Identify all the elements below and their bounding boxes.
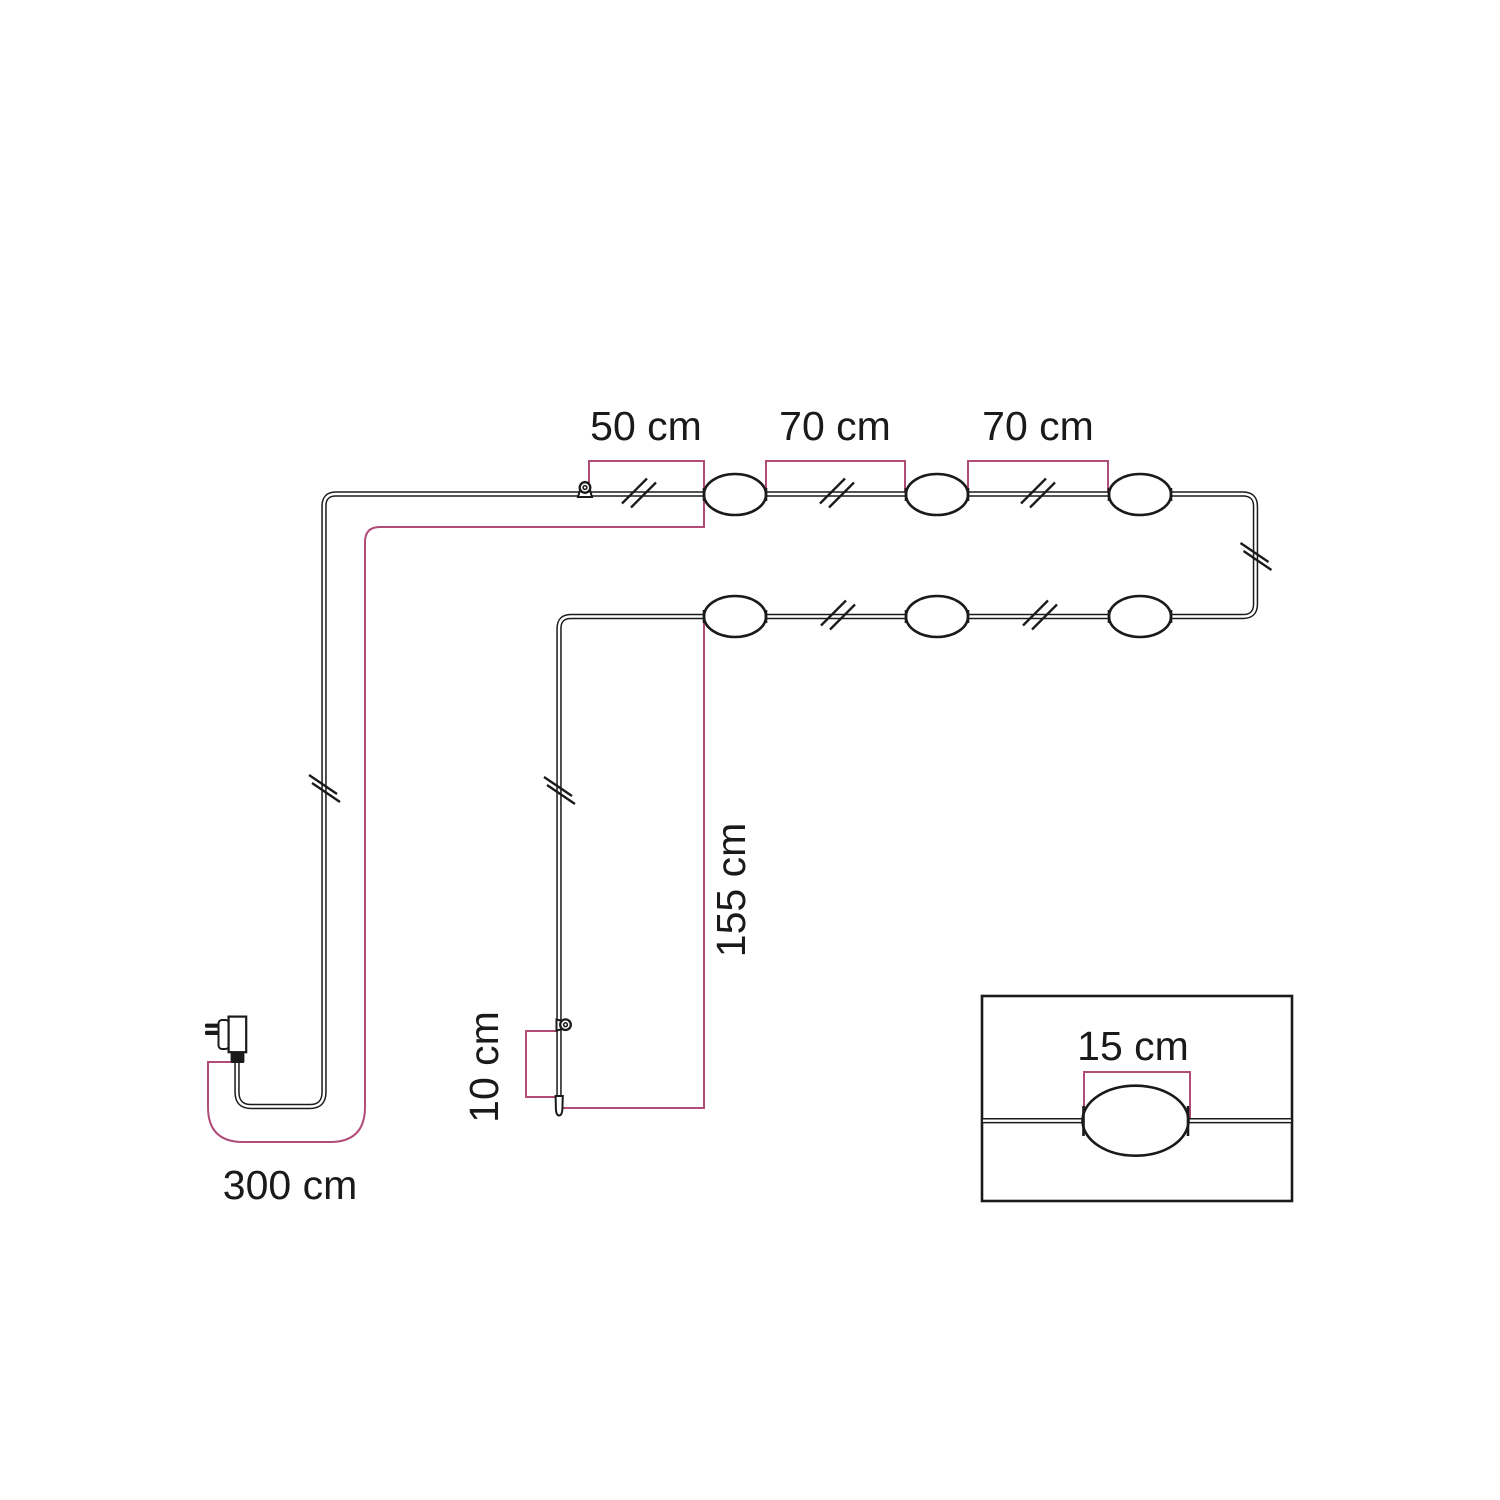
double-slash-icon bbox=[1022, 599, 1058, 631]
double-slash-icon bbox=[1239, 542, 1273, 571]
double-slash-icon bbox=[621, 477, 657, 509]
plug-icon bbox=[205, 1015, 248, 1063]
eyelet-ring-icon bbox=[555, 1018, 572, 1032]
plug-face bbox=[217, 1019, 230, 1050]
label-70cm-a: 70 cm bbox=[779, 403, 891, 449]
end-cap-icon bbox=[554, 1095, 564, 1117]
dimension-line-300cm bbox=[207, 460, 705, 1143]
double-slash-icon bbox=[1020, 477, 1056, 509]
label-50cm: 50 cm bbox=[590, 403, 702, 449]
double-slash-icon bbox=[543, 776, 576, 805]
lamp-holders bbox=[702, 472, 1190, 1157]
dimension-lines bbox=[207, 460, 1191, 1143]
inset-detail-box bbox=[980, 994, 1294, 1203]
label-70cm-b: 70 cm bbox=[982, 403, 1094, 449]
oval-lampholder-icon bbox=[702, 594, 768, 639]
plug-prong bbox=[205, 1030, 220, 1035]
cable-main-core bbox=[235, 492, 1257, 1108]
oval-lampholder-detail-icon bbox=[1081, 1084, 1190, 1157]
plug-prong bbox=[205, 1023, 220, 1028]
dimension-bracket-70cm-b bbox=[967, 460, 1109, 492]
hook-eyelets bbox=[555, 481, 594, 1032]
label-15cm: 15 cm bbox=[1077, 1023, 1189, 1069]
double-slash-icon bbox=[820, 599, 856, 631]
label-300cm: 300 cm bbox=[223, 1162, 357, 1208]
oval-lampholder-icon bbox=[904, 472, 970, 517]
oval-lampholder-icon bbox=[1107, 472, 1173, 517]
label-155cm: 155 cm bbox=[708, 823, 754, 957]
dimension-bracket-10cm bbox=[525, 1030, 557, 1098]
plug-body bbox=[227, 1015, 248, 1054]
oval-lampholder-icon bbox=[1107, 594, 1173, 639]
oval-lampholder-icon bbox=[702, 472, 768, 517]
plug-strain-relief bbox=[230, 1052, 245, 1063]
dimension-bracket-15cm bbox=[1083, 1071, 1191, 1118]
measurement-labels: 50 cm 70 cm 70 cm 155 cm 10 cm 300 cm 15… bbox=[223, 403, 1189, 1208]
double-slash-icon bbox=[308, 774, 341, 803]
label-10cm: 10 cm bbox=[461, 1011, 507, 1123]
double-slash-icon bbox=[819, 477, 855, 509]
oval-lampholder-icon bbox=[904, 594, 970, 639]
eyelet-ring-icon bbox=[576, 481, 594, 498]
cable-main-outline bbox=[234, 491, 1259, 1110]
cable-break-symbols bbox=[308, 477, 1273, 805]
dimension-bracket-70cm-a bbox=[765, 460, 906, 492]
dimension-line-155cm bbox=[563, 618, 705, 1109]
